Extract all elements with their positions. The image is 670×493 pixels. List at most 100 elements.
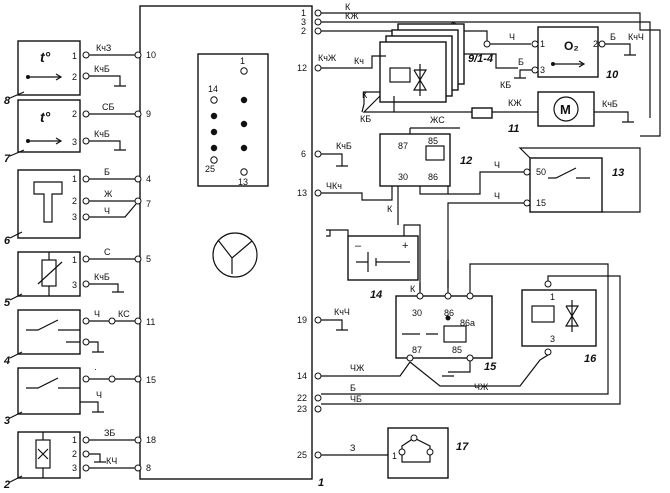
svg-text:·: · [94,364,97,374]
svg-text:87: 87 [412,345,422,355]
svg-text:ЗБ: ЗБ [104,428,115,438]
svg-text:Б: Б [518,57,524,67]
transistor-symbol [212,232,258,278]
svg-text:Ж: Ж [104,189,113,199]
svg-text:3: 3 [72,280,77,290]
svg-text:8: 8 [4,95,11,107]
svg-text:8: 8 [146,463,151,473]
component-10-oxygen-sensor: O₂ 1 2 3 Б КчЧ Б 10 [514,26,644,81]
svg-text:9: 9 [146,109,151,119]
component-17-diagnostic-connector: 1 17 З [321,427,469,479]
svg-text:КчБ: КчБ [94,64,110,74]
svg-text:1: 1 [72,51,77,61]
svg-text:КчБ: КчБ [602,99,618,109]
svg-text:14: 14 [370,289,382,301]
svg-text:6: 6 [4,235,11,247]
svg-text:КчБ: КчБ [336,141,352,151]
svg-text:КБ: КБ [360,114,371,124]
svg-text:3: 3 [540,65,545,75]
controller-left-pins: 10 9 4 7 5 11 15 18 8 [146,50,156,473]
svg-text:85: 85 [428,136,438,146]
svg-text:2: 2 [72,196,77,206]
svg-text:КЖ: КЖ [508,98,522,108]
svg-text:t°: t° [40,109,51,125]
svg-text:КчБ: КчБ [94,129,110,139]
svg-text:14: 14 [208,84,218,94]
svg-text:7: 7 [4,153,11,165]
svg-text:4: 4 [146,174,151,184]
svg-text:КчЗ: КчЗ [96,43,111,53]
svg-text:К: К [410,284,416,294]
svg-text:ЧКч: ЧКч [326,181,342,191]
svg-text:–: – [355,240,362,252]
svg-text:КчЧ: КчЧ [628,32,644,42]
svg-text:16: 16 [584,353,597,365]
svg-text:86: 86 [444,308,454,318]
svg-text:Кч: Кч [354,56,364,66]
svg-text:1: 1 [392,451,397,461]
component-8-temp-sensor: t° 1 2 КчЗ КчБ 8 [4,40,142,107]
svg-text:6: 6 [301,149,306,159]
svg-text:КЖ: КЖ [345,11,359,21]
svg-text:30: 30 [398,172,408,182]
svg-text:Ч: Ч [104,206,110,216]
svg-text:15: 15 [146,375,156,385]
component-4-switch: Ч КС 4 [3,309,142,367]
svg-text:Б: Б [104,167,110,177]
svg-text:25: 25 [297,450,307,460]
controller-number: 1 [318,477,324,489]
svg-text:З: З [350,443,355,453]
svg-text:9/1-4: 9/1-4 [468,53,493,65]
svg-text:2: 2 [3,479,10,491]
svg-text:15: 15 [484,361,497,373]
svg-text:3: 3 [72,137,77,147]
component-16-valve: 1 3 16 Б ЧБ [321,275,621,405]
svg-text:3: 3 [4,415,10,427]
svg-text:Ч: Ч [509,32,515,42]
svg-text:50: 50 [536,167,546,177]
svg-text:14: 14 [297,371,307,381]
svg-text:23: 23 [297,404,307,414]
controller-ecu: 1 14 25 13 1 [139,5,324,489]
svg-text:2: 2 [72,449,77,459]
svg-text:7: 7 [146,199,151,209]
svg-text:1: 1 [72,435,77,445]
svg-text:Ч: Ч [94,309,100,319]
svg-text:КчБ: КчБ [94,272,110,282]
component-14-battery: – + 14 [326,224,421,301]
component-2-sensor: 1 2 3 ЗБ КЧ 2 [3,428,142,491]
component-11-fuel-pump: КЖ M КчБ 11 ЖС [394,91,634,135]
svg-text:С: С [104,247,111,257]
component-12-relay: 87 85 30 86 12 КчБ ЧКч К [321,133,472,225]
svg-text:11: 11 [146,317,155,327]
svg-text:3: 3 [301,17,306,27]
svg-text:13: 13 [297,188,307,198]
svg-text:22: 22 [297,393,307,403]
svg-text:2: 2 [593,39,598,49]
svg-text:1: 1 [301,8,306,18]
svg-text:3: 3 [72,212,77,222]
svg-text:10: 10 [606,69,619,81]
component-7-temp-sensor: t° 2 3 СБ КчБ 7 [4,99,142,165]
svg-text:87: 87 [398,141,408,151]
svg-text:86а: 86а [460,318,475,328]
svg-text:10: 10 [146,50,156,60]
svg-text:3: 3 [550,334,555,344]
svg-text:Ч: Ч [494,191,500,201]
svg-text:ЧЖ: ЧЖ [350,363,365,373]
svg-text:КчЧ: КчЧ [334,307,350,317]
svg-text:O₂: O₂ [564,39,579,53]
fuse [471,107,493,119]
svg-text:4: 4 [3,355,10,367]
svg-text:2: 2 [301,26,306,36]
component-13-ignition-switch: 50 15 13 Ч Ч [447,147,641,288]
svg-text:ЖС: ЖС [430,115,445,125]
svg-text:15: 15 [536,198,546,208]
svg-text:ЧЖ: ЧЖ [474,382,489,392]
svg-text:t°: t° [40,49,51,65]
svg-text:К: К [345,2,351,12]
svg-text:1: 1 [72,255,77,265]
svg-text:86: 86 [428,172,438,182]
svg-text:19: 19 [297,315,307,325]
